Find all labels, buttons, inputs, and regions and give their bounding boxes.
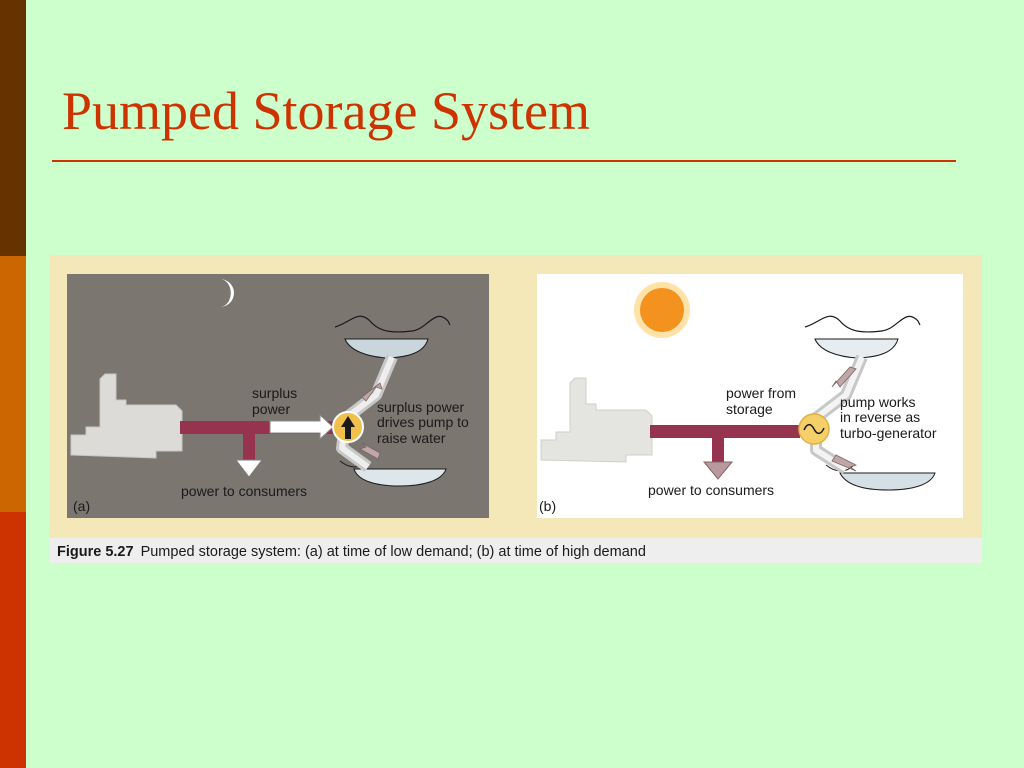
panel-b: power from storage pump works in reverse… xyxy=(537,274,963,518)
sidebar-band-middle xyxy=(0,256,26,512)
panel-a-tag: (a) xyxy=(73,498,90,514)
pumped-storage-figure: surplus power surplus power drives pump … xyxy=(50,255,982,563)
consumer-arrow-icon xyxy=(234,459,264,478)
pump-arrow-icon xyxy=(332,411,364,443)
consumer-branch xyxy=(712,438,724,462)
pump-note-2: drives pump to xyxy=(377,414,469,430)
pump-note-3: raise water xyxy=(377,430,446,446)
slide-title: Pumped Storage System xyxy=(62,81,590,141)
consumers-label-a: power to consumers xyxy=(181,483,307,499)
consumers-label-b: power to consumers xyxy=(648,482,774,498)
consumer-branch xyxy=(243,434,255,460)
from-storage-label-2: storage xyxy=(726,401,773,417)
surplus-arrow-icon xyxy=(269,413,334,441)
panel-a: surplus power surplus power drives pump … xyxy=(67,274,489,518)
alternating-current-icon xyxy=(798,413,830,445)
power-station xyxy=(540,377,653,463)
generator-note-3: turbo-generator xyxy=(840,425,937,441)
title-underline xyxy=(52,160,956,162)
sidebar-band-top xyxy=(0,0,26,256)
from-storage-label-1: power from xyxy=(726,385,796,401)
generator-note-1: pump works xyxy=(840,394,915,410)
caption-text: Pumped storage system: (a) at time of lo… xyxy=(141,544,646,560)
power-line xyxy=(650,425,800,438)
figure-caption: Figure 5.27 Pumped storage system: (a) at… xyxy=(57,544,646,560)
caption-number: Figure 5.27 xyxy=(57,544,134,560)
surplus-label-1: surplus xyxy=(252,385,297,401)
sidebar-band-bottom xyxy=(0,512,26,768)
panel-b-tag: (b) xyxy=(539,498,556,514)
pump-note-1: surplus power xyxy=(377,399,464,415)
generator-note-2: in reverse as xyxy=(840,409,920,425)
consumer-arrow-icon xyxy=(702,461,734,480)
figure-diagram: surplus power surplus power drives pump … xyxy=(50,274,982,563)
water-flow-down-arrow xyxy=(831,366,858,472)
surplus-label-2: power xyxy=(252,401,290,417)
power-station xyxy=(70,373,183,459)
moon-icon xyxy=(220,279,234,307)
caption-band xyxy=(50,538,982,563)
sun-icon xyxy=(634,282,690,338)
water-flow-up-arrow xyxy=(359,382,383,460)
